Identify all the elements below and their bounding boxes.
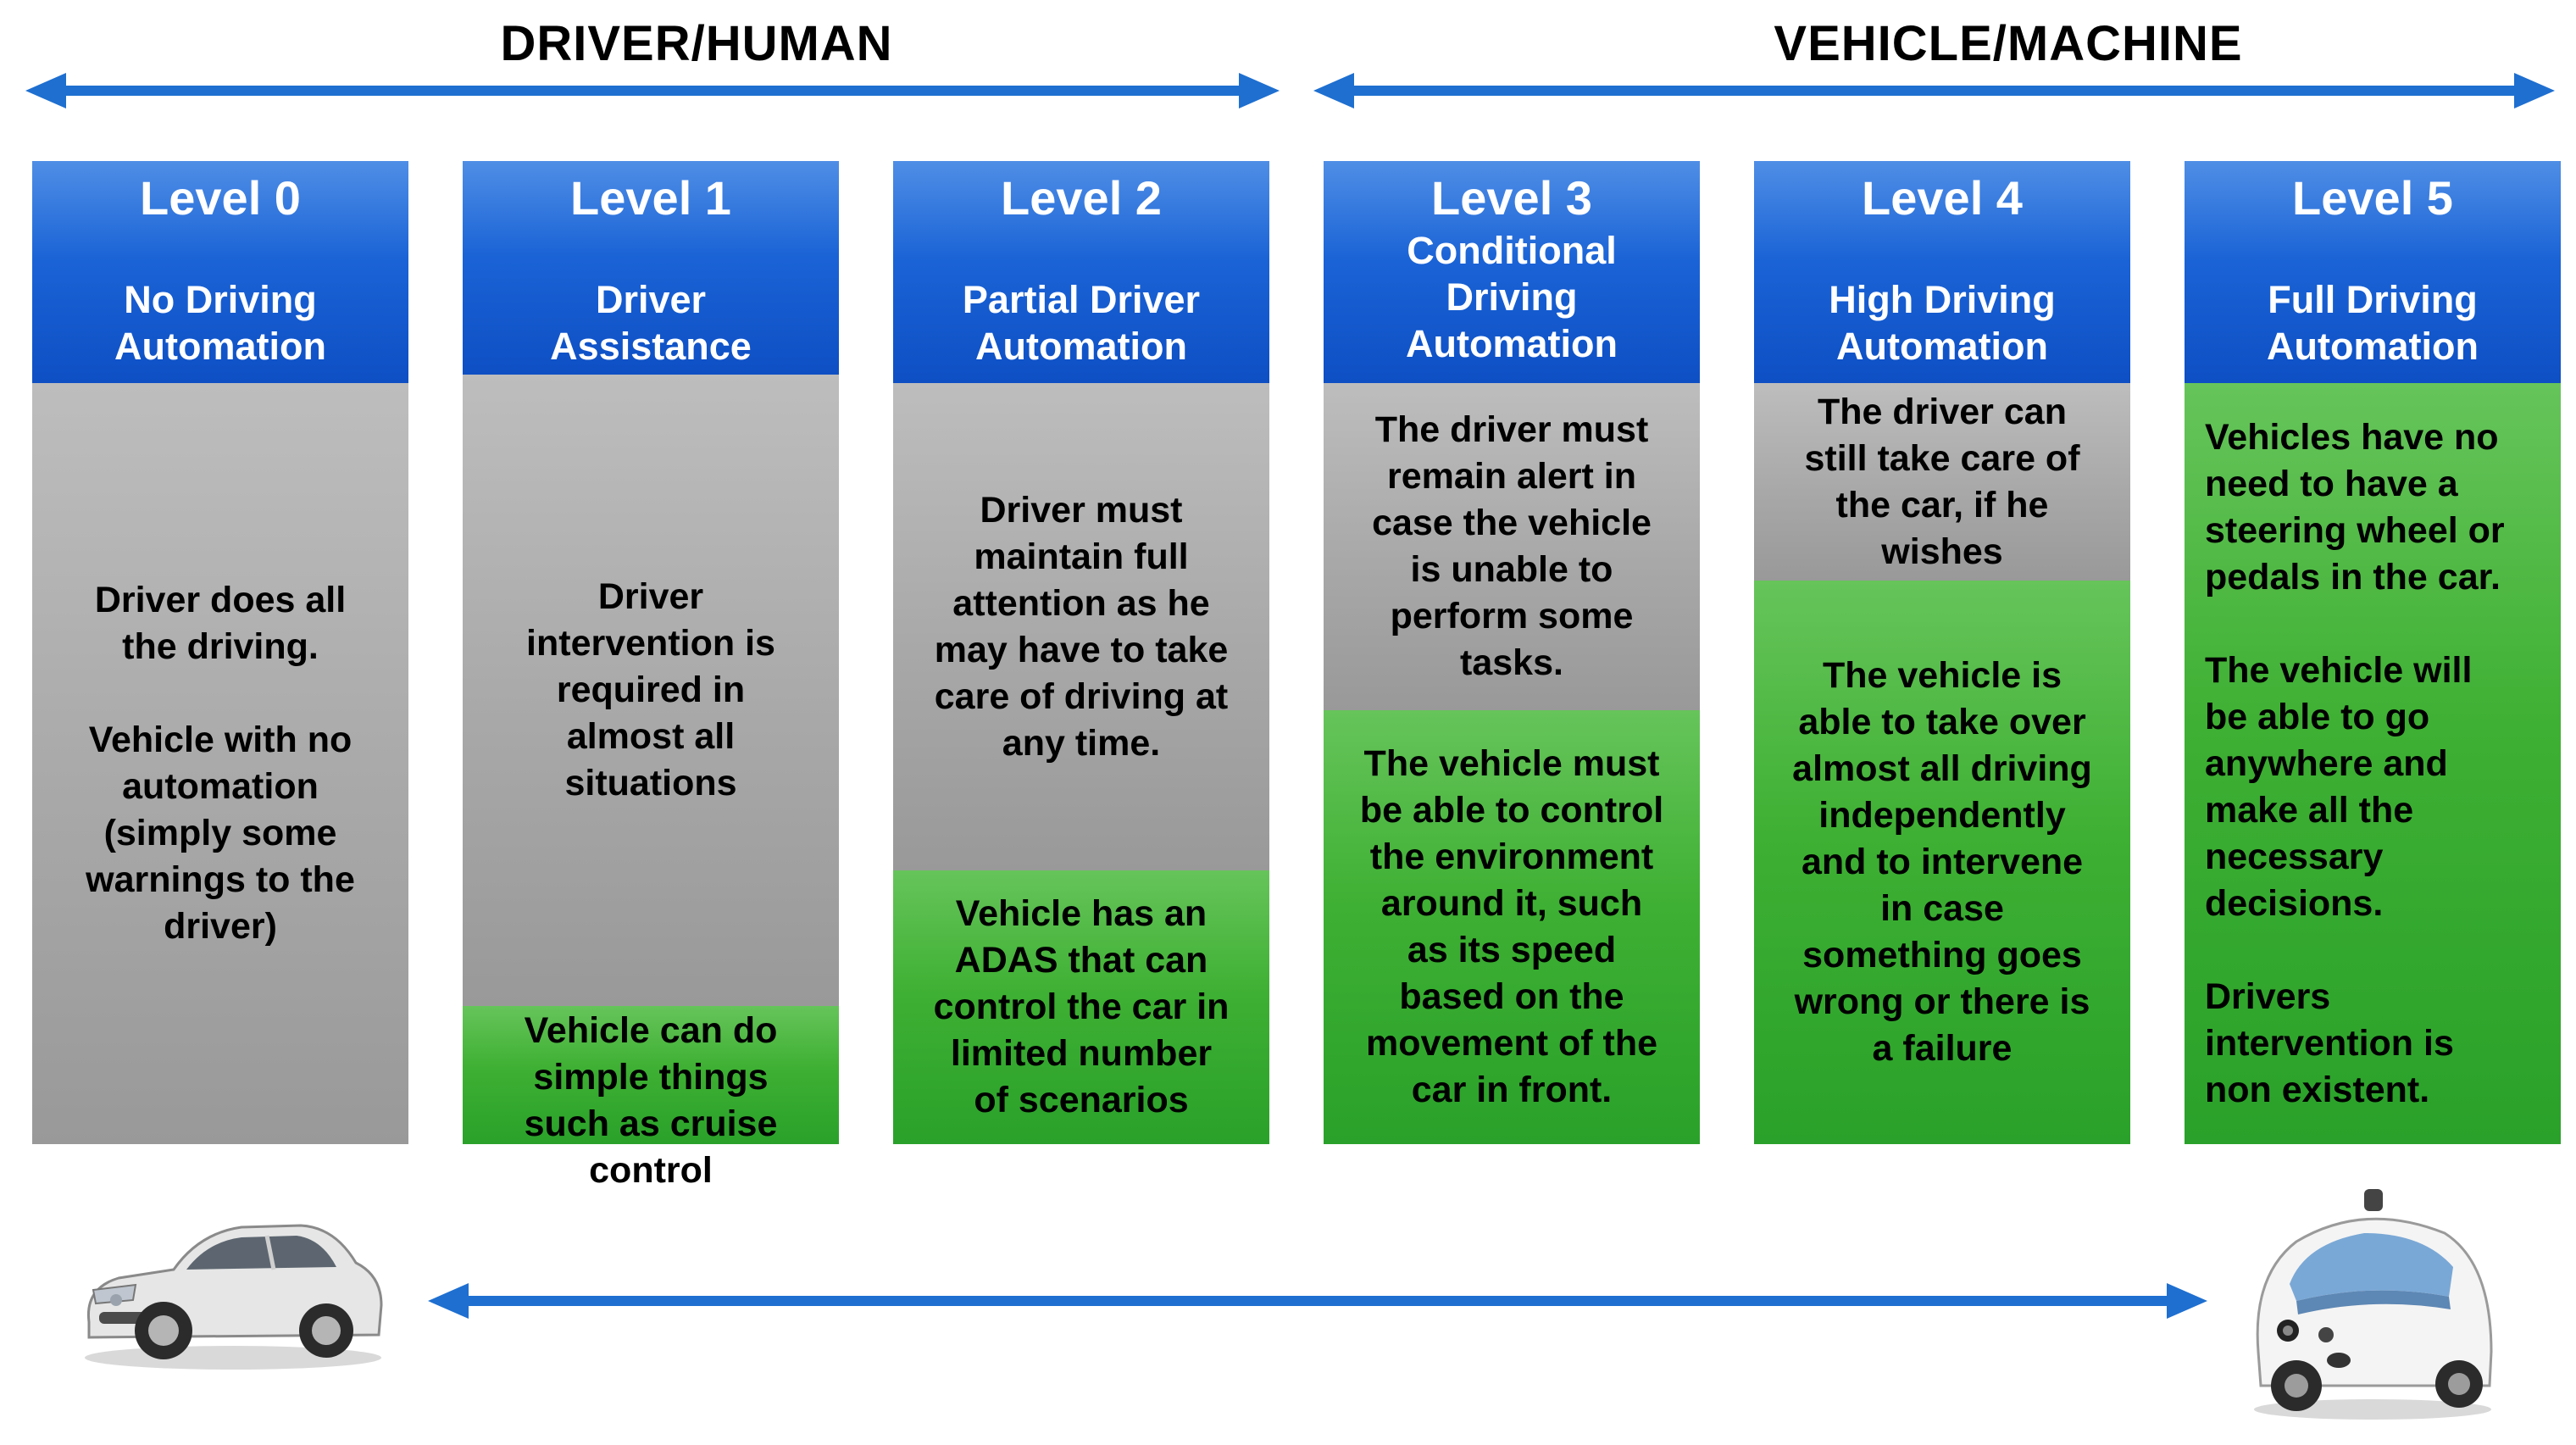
level-number-label: Level 1 <box>570 171 731 225</box>
vehicle-responsibility-block: Vehicles have no need to have a steering… <box>2185 383 2561 1144</box>
level-column-0: Driver does all the driving. Vehicle wit… <box>32 161 408 1144</box>
driver-responsibility-block: The driver can still take care of the ca… <box>1754 383 2130 581</box>
level-column-4: The driver can still take care of the ca… <box>1754 161 2130 1144</box>
level-column-3: The driver must remain alert in case the… <box>1324 161 1700 1144</box>
level-name-label: High Driving Automation <box>1829 278 2056 368</box>
level-number-label: Level 0 <box>140 171 301 225</box>
driver-responsibility-text: Driver must maintain full attention as h… <box>934 490 1229 764</box>
vehicle-responsibility-text: The vehicle must be able to control the … <box>1359 743 1664 1110</box>
level-column-5: Vehicles have no need to have a steering… <box>2185 161 2561 1144</box>
conventional-car-icon <box>85 1224 383 1370</box>
level-header-1: Level 1 Driver Assistance <box>463 161 839 375</box>
driver-responsibility-text: The driver must remain alert in case the… <box>1372 409 1652 683</box>
vehicle-responsibility-block: The vehicle is able to take over almost … <box>1754 581 2130 1144</box>
driver-responsibility-block: Driver does all the driving. Vehicle wit… <box>32 383 408 1144</box>
level-header-5: Level 5 Full Driving Automation <box>2185 161 2561 383</box>
spectrum-double-arrow <box>428 1283 2207 1319</box>
self-driving-car-icon <box>2254 1189 2493 1420</box>
level-number-label: Level 2 <box>1001 171 1162 225</box>
level-name-label: No Driving Automation <box>114 278 326 368</box>
vehicle-responsibility-block: Vehicle has an ADAS that can control the… <box>893 870 1269 1144</box>
level-name-label: Partial Driver Automation <box>962 278 1201 368</box>
driver-responsibility-block: The driver must remain alert in case the… <box>1324 383 1700 710</box>
level-name-label: Full Driving Automation <box>2267 278 2479 368</box>
vehicle-responsibility-text: Vehicles have no need to have a steering… <box>2205 417 2505 1110</box>
level-number-label: Level 3 <box>1431 171 1592 225</box>
driver-responsibility-text: Driver does all the driving. Vehicle wit… <box>86 580 355 947</box>
level-number-label: Level 4 <box>1862 171 2023 225</box>
level-column-1: Driver intervention is required in almos… <box>463 161 839 1191</box>
driver-human-heading: DRIVER/HUMAN <box>500 16 893 71</box>
vehicle-responsibility-text: Vehicle can do simple things such as cru… <box>524 1010 778 1191</box>
level-header-2: Level 2 Partial Driver Automation <box>893 161 1269 383</box>
level-header-0: Level 0 No Driving Automation <box>32 161 408 383</box>
driver-double-arrow <box>25 73 1280 108</box>
level-number-label: Level 5 <box>2292 171 2453 225</box>
level-name-label: Driver Assistance <box>550 278 752 368</box>
level-name-label: Conditional Driving Automation <box>1406 229 1618 365</box>
vehicle-responsibility-block: The vehicle must be able to control the … <box>1324 710 1700 1144</box>
driver-responsibility-block: Driver must maintain full attention as h… <box>893 383 1269 870</box>
driver-responsibility-text: The driver can still take care of the ca… <box>1804 392 2080 572</box>
driver-responsibility-text: Driver intervention is required in almos… <box>526 576 775 803</box>
level-column-2: Driver must maintain full attention as h… <box>893 161 1269 1144</box>
level-header-4: Level 4 High Driving Automation <box>1754 161 2130 383</box>
driver-responsibility-block: Driver intervention is required in almos… <box>463 375 839 1006</box>
vehicle-responsibility-text: The vehicle is able to take over almost … <box>1792 655 2092 1069</box>
vehicle-responsibility-block: Vehicle can do simple things such as cru… <box>463 1006 839 1191</box>
vehicle-machine-heading: VEHICLE/MACHINE <box>1774 16 2243 71</box>
vehicle-responsibility-text: Vehicle has an ADAS that can control the… <box>933 893 1230 1120</box>
vehicle-double-arrow <box>1313 73 2555 108</box>
